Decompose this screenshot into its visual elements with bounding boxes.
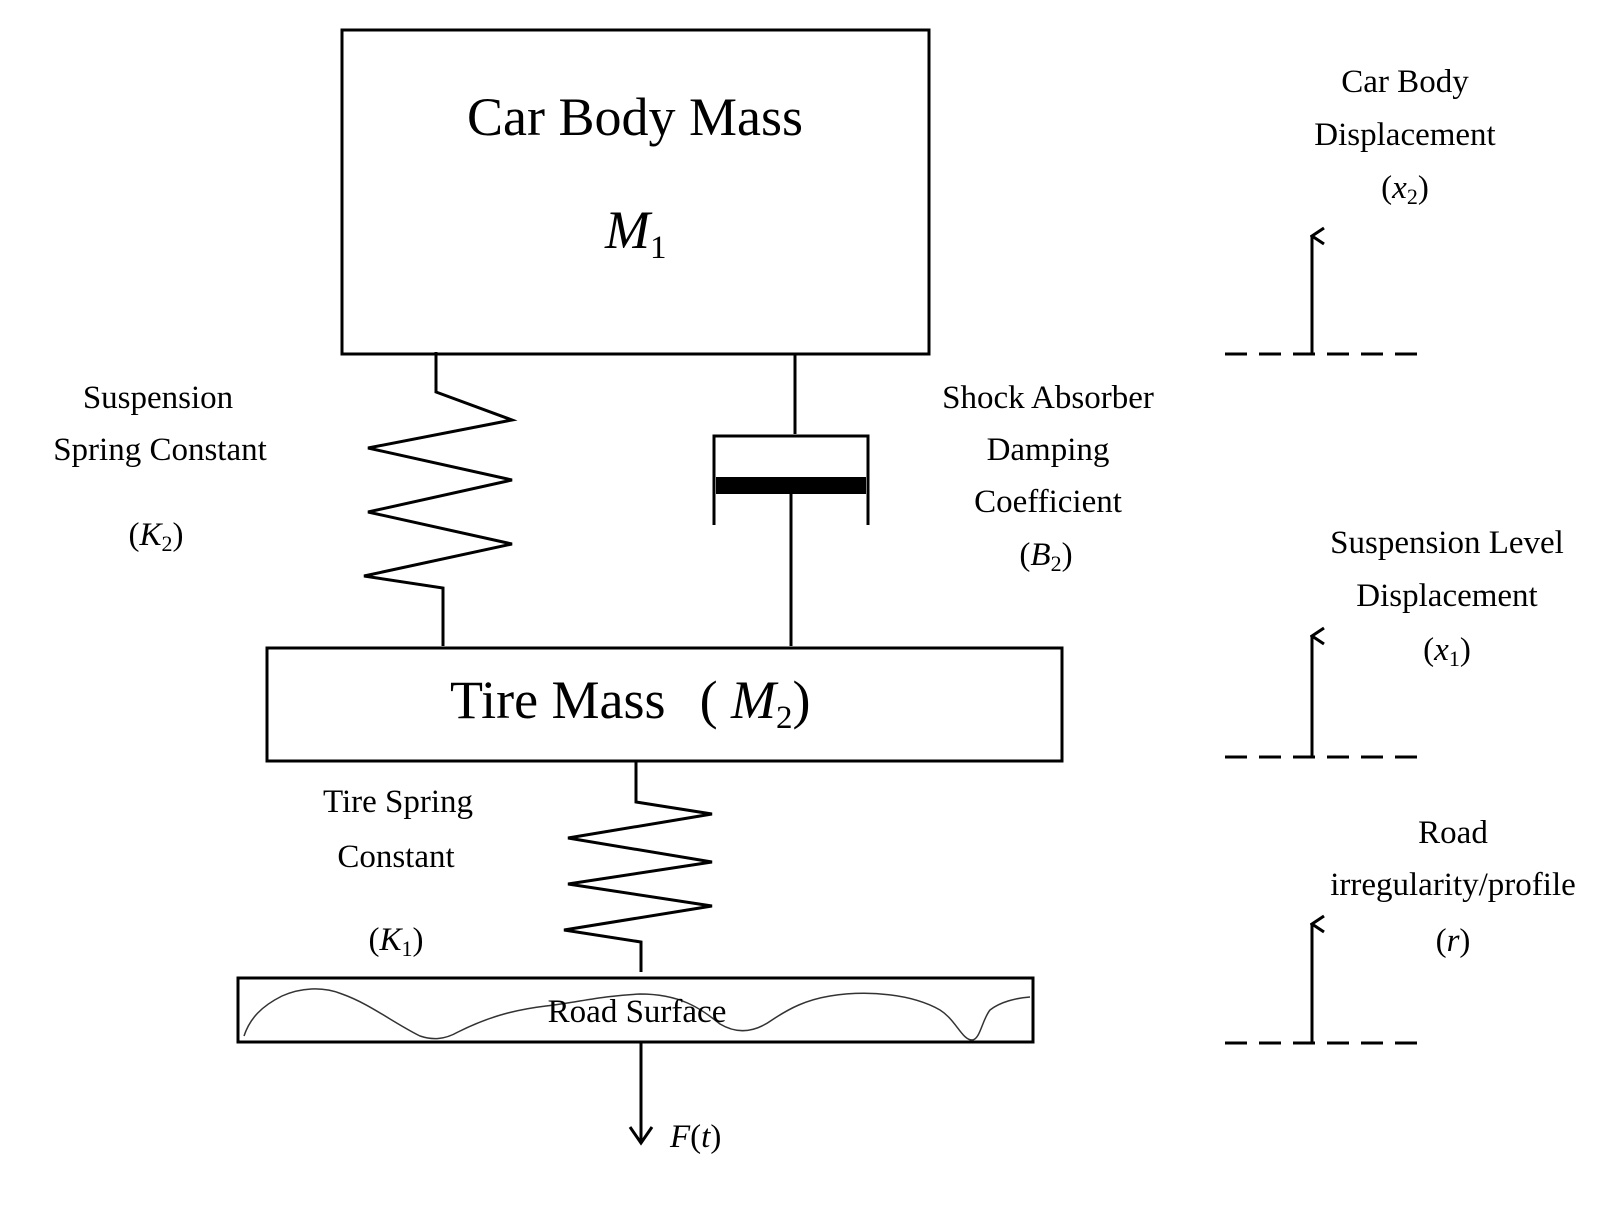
road-profile-curve — [243, 988, 1031, 1041]
car-body-mass-block: Car Body Mass M1 — [340, 28, 931, 356]
shock-absorber-label-3: Coefficient — [974, 484, 1122, 520]
car-body-displacement-indicator — [1225, 236, 1425, 356]
car-body-displacement-symbol: (x2) — [1381, 170, 1429, 209]
suspension-spring-label-2: Spring Constant — [53, 432, 267, 468]
road-surface-label: Road Surface — [548, 994, 727, 1030]
suspension-displacement-label-1: Suspension Level — [1330, 525, 1564, 561]
tire-spring-symbol: (K1) — [368, 922, 423, 961]
car-body-displacement-label-2: Displacement — [1314, 117, 1495, 153]
shock-absorber-label-1: Shock Absorber — [942, 380, 1154, 416]
tire-spring-label-2: Constant — [337, 839, 454, 875]
shock-absorber-label-2: Damping — [987, 432, 1110, 468]
car-body-mass-symbol: M1 — [604, 200, 666, 266]
force-symbol: F(t) — [669, 1119, 721, 1155]
tire-mass-label: Tire Mass( M2) — [450, 670, 811, 736]
road-profile-indicator — [1225, 924, 1425, 1045]
tire-spring — [563, 762, 713, 972]
car-body-mass-label: Car Body Mass — [467, 87, 803, 147]
suspension-displacement-label-2: Displacement — [1356, 578, 1537, 614]
suspension-spring-label-1: Suspension — [83, 380, 233, 416]
tire-spring-label-1: Tire Spring — [323, 784, 473, 820]
shock-absorber-symbol: (B2) — [1019, 537, 1072, 576]
force-arrow — [628, 1042, 654, 1146]
suspension-spring-symbol: (K2) — [128, 517, 183, 556]
road-profile-label-1: Road — [1418, 815, 1488, 851]
road-profile-symbol: (r) — [1436, 923, 1471, 959]
road-surface: Road Surface — [236, 976, 1035, 1044]
suspension-displacement-symbol: (x1) — [1423, 632, 1471, 671]
suspension-displacement-indicator — [1225, 636, 1425, 759]
tire-mass-block: Tire Mass( M2) — [265, 646, 1064, 763]
shock-absorber-damper — [712, 354, 870, 646]
suspension-spring — [363, 352, 518, 646]
car-body-displacement-label-1: Car Body — [1341, 64, 1469, 100]
road-profile-label-2: irregularity/profile — [1330, 867, 1576, 903]
